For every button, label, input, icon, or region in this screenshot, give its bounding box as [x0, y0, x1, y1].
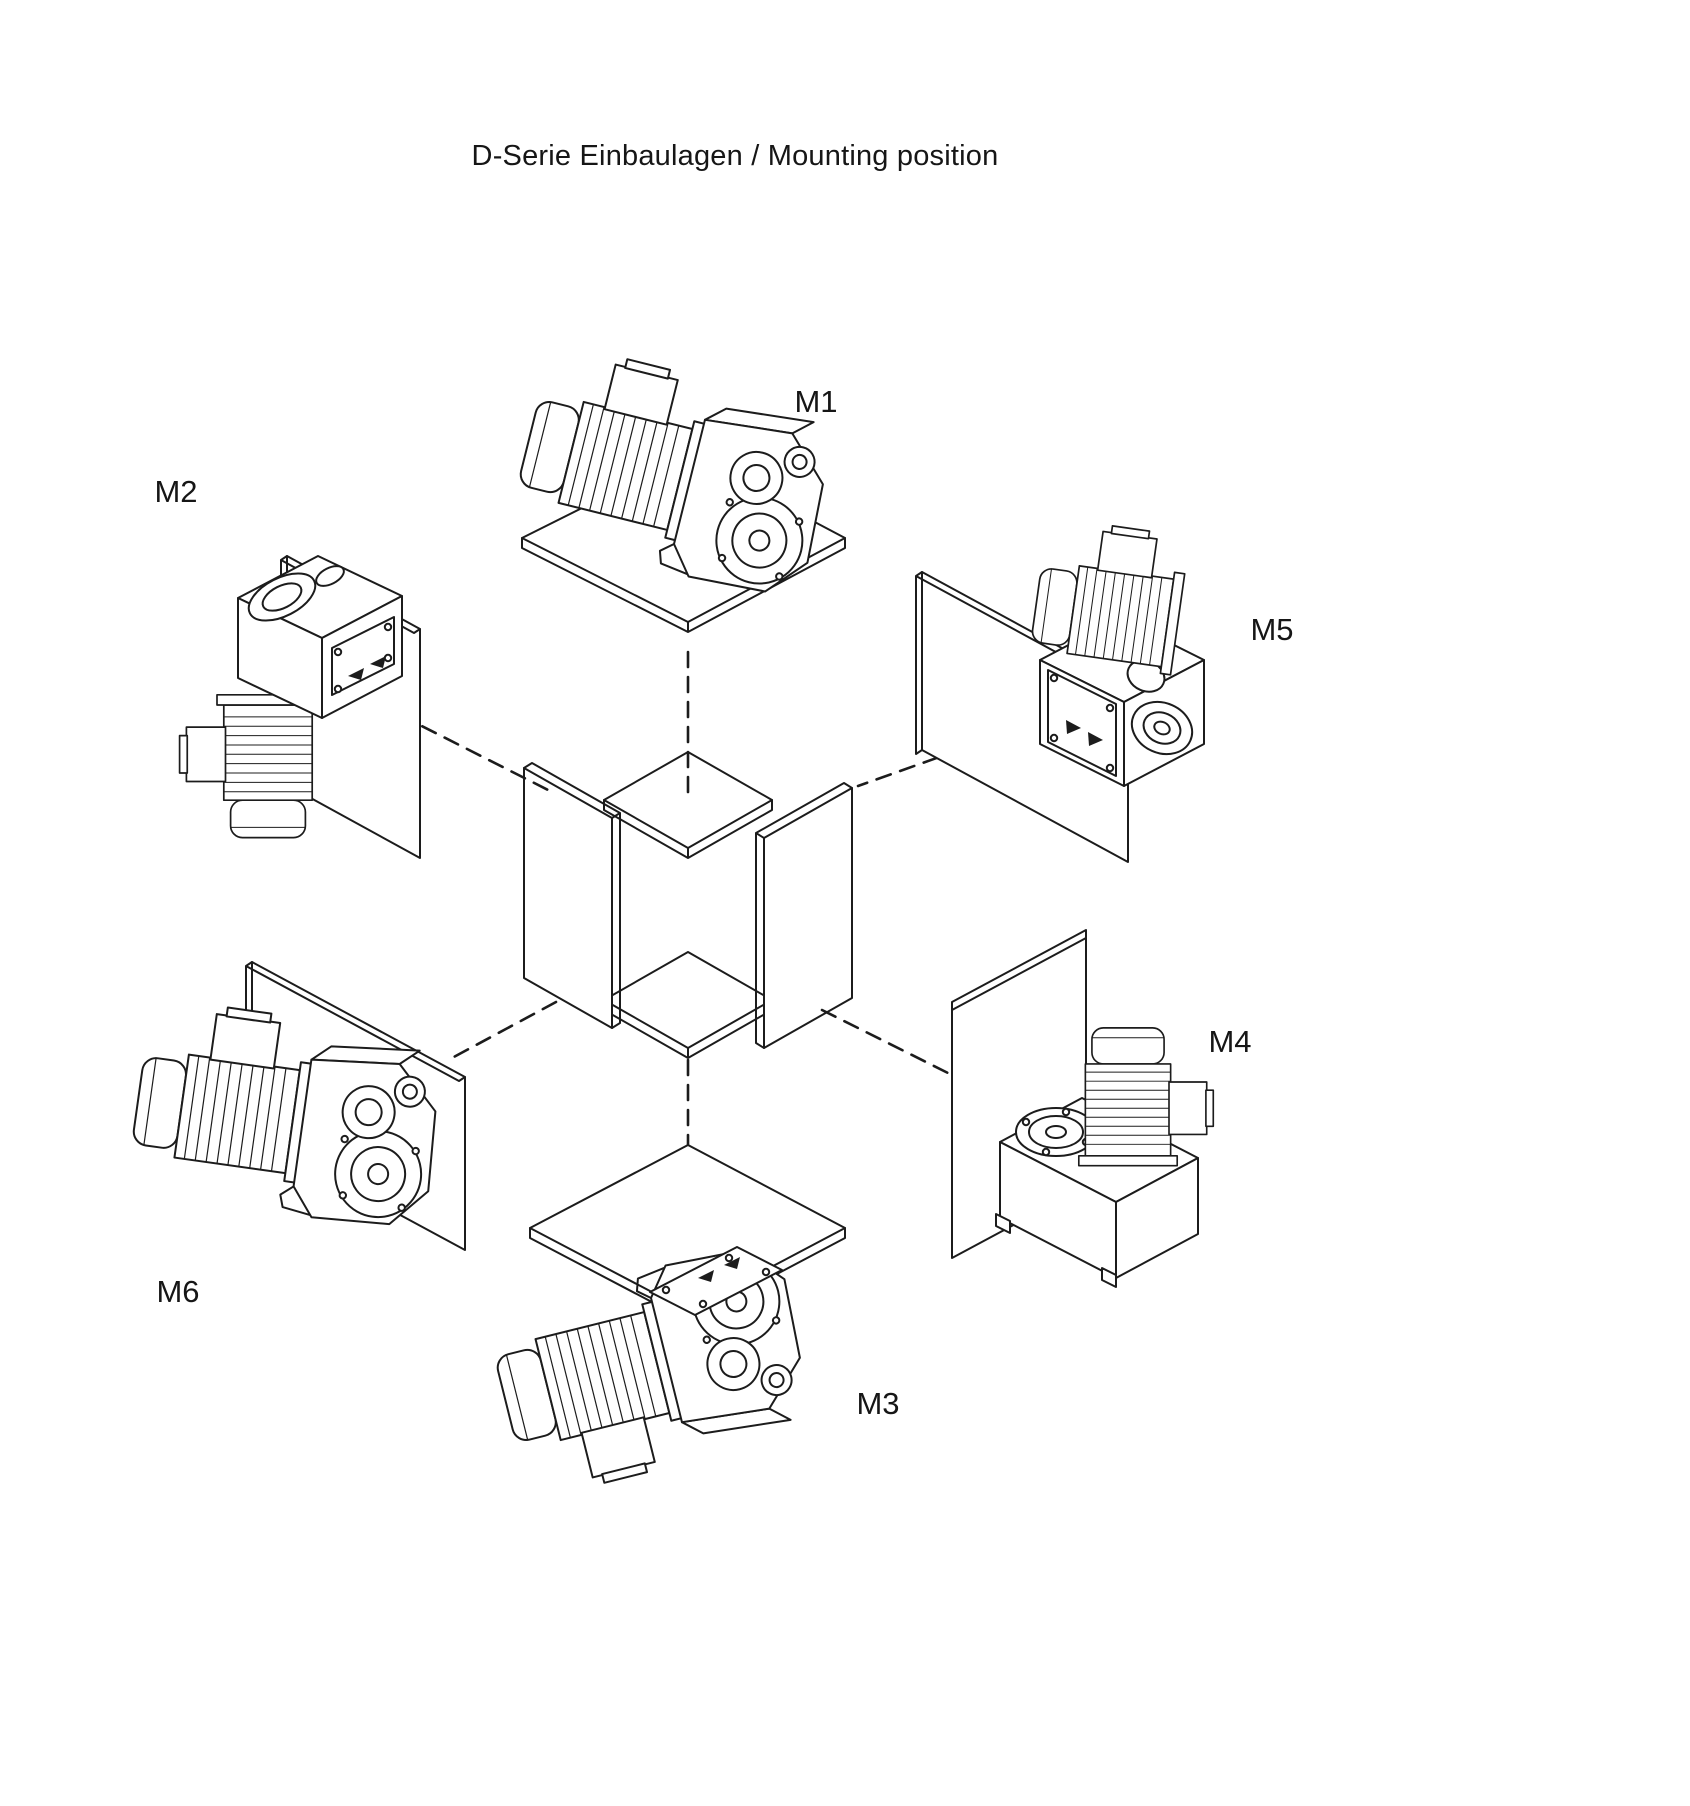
bolt-hole: [698, 1299, 708, 1309]
output-flange-m3: [649, 1246, 783, 1316]
output-shaft-m4: [1045, 1125, 1067, 1139]
bolt-hole: [333, 684, 343, 694]
gearmotor-m5: [1028, 516, 1205, 787]
gearmotor-m2: [178, 555, 403, 839]
bolt-hole: [1061, 1107, 1071, 1117]
label-m5: M5: [1250, 612, 1293, 647]
mounting-plate-m1-edge: [521, 537, 846, 633]
projection-line-m4: [820, 1008, 950, 1075]
rotation-arrow-icon: [348, 668, 364, 680]
bearing-cover-m2: [315, 565, 345, 587]
rotation-arrow-icon: [698, 1270, 714, 1282]
label-m4: M4: [1208, 1024, 1251, 1059]
bolt-hole: [661, 1285, 671, 1295]
bolt-hole: [761, 1267, 771, 1277]
flange-m3: [649, 1246, 783, 1316]
output-flange-m2: [331, 616, 395, 696]
station-m4: [951, 929, 1215, 1288]
mounting-panel-m4-edge: [951, 929, 1087, 1011]
cube-left-wall-edge: [523, 762, 621, 1029]
label-m2: M2: [154, 474, 197, 509]
label-m3: M3: [856, 1386, 899, 1421]
projection-line-m6: [450, 1000, 558, 1060]
gearmotor-m4: [995, 1027, 1215, 1288]
rotation-arrow-icon: [724, 1257, 740, 1269]
bolt-hole: [383, 622, 393, 632]
gearbox-flange-face-m2: [321, 595, 403, 719]
bolt-hole: [333, 647, 343, 657]
output-flange-m5: [1047, 669, 1117, 777]
output-shaft-m5: [1153, 720, 1171, 736]
mounting-panel-m5: [921, 571, 1129, 863]
cube-right-wall-edge: [755, 782, 853, 1049]
central-cube: [523, 751, 853, 1059]
bolt-hole: [1105, 703, 1115, 713]
shaft-bore-m2-inner: [261, 582, 303, 612]
cube-left-wall: [523, 767, 613, 1029]
rotation-arrow-icon: [1066, 720, 1081, 734]
bolt-hole: [1049, 673, 1059, 683]
label-m6: M6: [156, 1274, 199, 1309]
station-m5: [915, 516, 1205, 863]
cube-right-wall: [763, 787, 853, 1049]
projection-line-m2: [398, 713, 558, 796]
bolt-hole: [383, 653, 393, 663]
gearbox-foot-m4: [1101, 1267, 1117, 1288]
cube-bottom-plate: [603, 951, 773, 1049]
bolt-hole: [1049, 733, 1059, 743]
rotation-arrow-icon: [1088, 732, 1103, 746]
station-m3: [483, 1144, 846, 1501]
bolt-hole: [1021, 1117, 1031, 1127]
bolt-hole: [724, 1253, 734, 1263]
bolt-hole: [1105, 763, 1115, 773]
cube-top-plate-edge: [603, 799, 773, 859]
diagram-title: D-Serie Einbaulagen / Mounting position: [472, 140, 999, 172]
gearbox-foot-m4: [995, 1213, 1011, 1234]
station-m1: [506, 341, 846, 633]
bolt-hole: [1041, 1147, 1051, 1157]
rotation-arrow-icon: [370, 656, 386, 668]
gearbox-side-face-m4: [1115, 1157, 1199, 1279]
station-m2: [178, 555, 421, 859]
station-m6: [125, 961, 466, 1251]
label-m1: M1: [794, 384, 837, 419]
